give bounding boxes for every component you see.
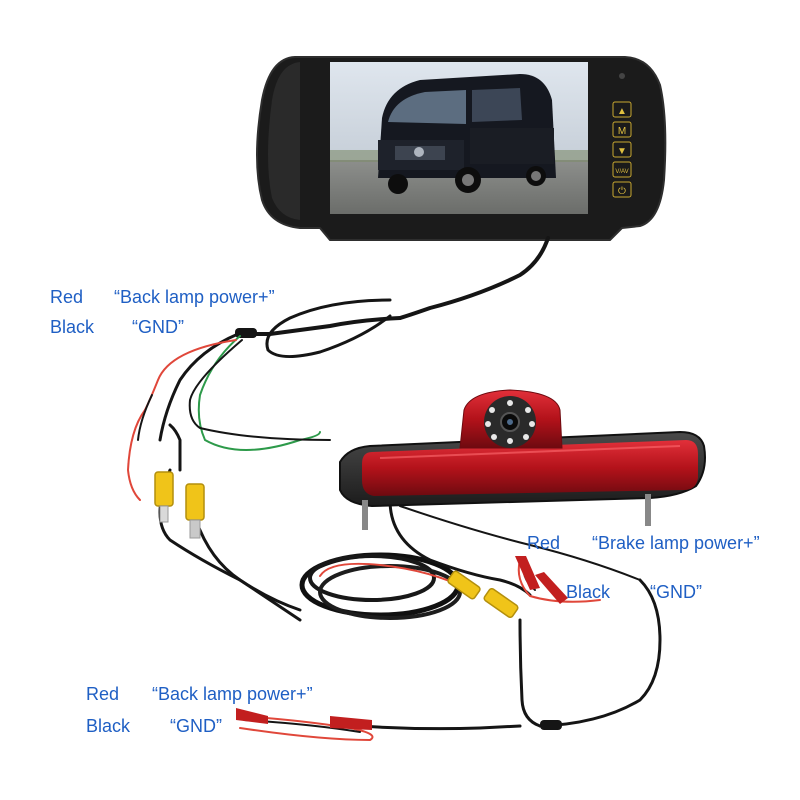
brake-light-camera [339, 389, 706, 530]
button-down-glyph: ▼ [617, 146, 627, 157]
lamp-cable-2 [399, 505, 641, 581]
camera-ir-leds [485, 400, 535, 444]
label-bottom-red: Red [86, 684, 120, 704]
monitor-cable [398, 236, 550, 320]
brake-clip-red [515, 556, 540, 590]
label-top-black: Black [50, 317, 95, 337]
button-power-glyph: ⏻ [618, 186, 626, 197]
label-top-red: Red [50, 287, 84, 307]
rca-connectors [154, 471, 519, 619]
extension-coil-inner [308, 554, 436, 602]
button-power[interactable]: ⏻ [612, 181, 632, 198]
green-wire [197, 335, 321, 451]
mount-stud-right [645, 494, 651, 526]
label-brake-black: Black [566, 582, 611, 602]
rca-cable-right [194, 518, 302, 612]
button-source[interactable]: V/AV [612, 161, 632, 178]
button-menu-glyph: M [618, 126, 626, 137]
bottom-joint [540, 720, 562, 730]
label-brake-black-function: “GND” [650, 582, 702, 602]
rca-connector-left [154, 471, 174, 523]
button-up[interactable]: ▲ [612, 101, 632, 118]
camera-cable-loop [538, 578, 662, 728]
monitor-button-column: ▲ M ▼ V/AV ⏻ [612, 73, 632, 198]
bottom-power-lead [358, 724, 522, 731]
button-up-glyph: ▲ [617, 106, 627, 117]
brake-red-wire [517, 559, 601, 603]
red-wire-end [126, 409, 146, 501]
van-image [378, 74, 556, 194]
label-top-red-function: “Back lamp power+” [114, 287, 275, 307]
label-bottom-red-function: “Back lamp power+” [152, 684, 313, 704]
camera-cable-down [518, 618, 542, 728]
black-wire-end [137, 394, 153, 441]
bottom-clip-red-2 [330, 716, 372, 730]
mirror-monitor: ▲ M ▼ V/AV ⏻ [256, 56, 667, 241]
label-brake-red: Red [527, 533, 561, 553]
bottom-red-wire [239, 715, 374, 742]
button-down[interactable]: ▼ [612, 141, 632, 158]
label-brake-red-function: “Brake lamp power+” [592, 533, 760, 553]
black-wire-thin [188, 339, 331, 441]
rca-connector-right [185, 483, 205, 539]
lamp-lens [362, 440, 698, 496]
rca-connector-coil [447, 570, 519, 619]
brake-clip-red-2 [535, 572, 568, 604]
coil-red-wire [319, 562, 471, 591]
alligator-clips [236, 556, 568, 730]
label-bottom-black: Black [86, 716, 131, 736]
bottom-clip-red [236, 708, 268, 724]
button-source-glyph: V/AV [615, 169, 628, 175]
lamp-cable [388, 498, 532, 597]
monitor-screen [330, 62, 588, 214]
rca-cable-left [158, 468, 302, 622]
monitor-cable-coil [265, 298, 392, 358]
rca-lead [168, 423, 182, 472]
extension-coil-outer [318, 564, 462, 620]
monitor-cable-loop [243, 316, 402, 336]
label-top-black-function: “GND” [132, 317, 184, 337]
mount-stud-left [362, 500, 368, 530]
label-bottom-black-function: “GND” [170, 716, 222, 736]
button-menu[interactable]: M [612, 121, 632, 138]
